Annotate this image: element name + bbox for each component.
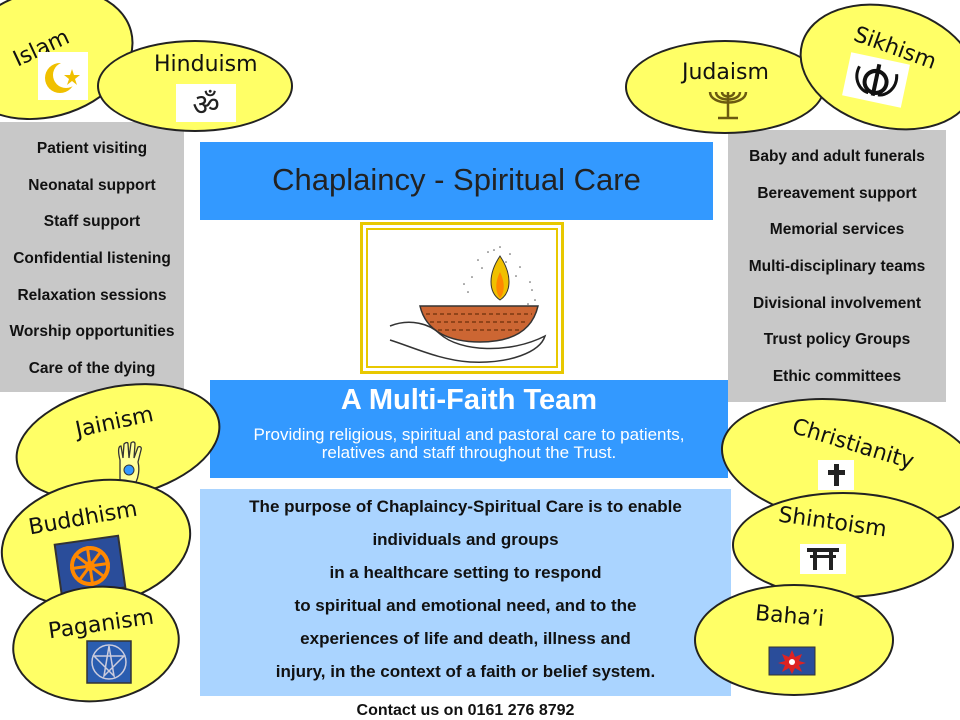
team-subtitle: Providing religious, spiritual and pasto…: [220, 426, 718, 462]
om-icon: ॐ: [176, 84, 236, 123]
torii-icon: [800, 544, 846, 574]
team-title: A Multi-Faith Team: [340, 384, 598, 416]
service-item: Trust policy Groups: [763, 331, 911, 348]
page-title: Chaplaincy - Spiritual Care: [272, 162, 641, 197]
menorah-icon: [702, 88, 754, 122]
pentagram-icon: [86, 640, 132, 684]
service-item: Bereavement support: [757, 185, 917, 202]
title-banner: Chaplaincy - Spiritual Care: [200, 142, 713, 220]
purpose-statement: The purpose of Chaplaincy-Spiritual Care…: [200, 489, 731, 696]
left-services-panel: Patient visiting Neonatal support Staff …: [0, 122, 184, 392]
service-item: Ethic committees: [772, 368, 902, 385]
faith-label-hinduism: Hinduism: [154, 52, 258, 77]
star-crescent-icon: [38, 52, 88, 100]
purpose-line: The purpose of Chaplaincy-Spiritual Care…: [249, 497, 682, 516]
service-item: Memorial services: [769, 221, 905, 238]
contact-info: Contact us on 0161 276 8792: [356, 702, 575, 719]
team-subtitle-line: Providing religious, spiritual and pasto…: [253, 425, 685, 444]
purpose-line: individuals and groups: [372, 530, 559, 549]
cross-icon: [818, 460, 854, 490]
khanda-icon: [842, 52, 910, 108]
oil-lamp-picture: [360, 222, 564, 374]
service-item: Patient visiting: [36, 140, 148, 157]
team-subtitle-line: relatives and staff throughout the Trust…: [321, 443, 617, 462]
team-banner: A Multi-Faith Team Providing religious, …: [210, 380, 728, 478]
service-item: Divisional involvement: [753, 295, 921, 312]
service-item: Relaxation sessions: [17, 287, 167, 304]
service-item: Multi-disciplinary teams: [748, 258, 926, 275]
nine-pointed-star-icon: [768, 646, 816, 676]
service-item: Baby and adult funerals: [749, 148, 925, 165]
service-item: Worship opportunities: [9, 323, 175, 340]
faith-label-judaism: Judaism: [682, 60, 769, 85]
faith-bahai: [694, 584, 894, 696]
purpose-line: injury, in the context of a faith or bel…: [275, 662, 656, 681]
service-item: Confidential listening: [13, 250, 171, 267]
purpose-line: in a healthcare setting to respond: [329, 563, 602, 582]
service-item: Care of the dying: [28, 360, 156, 377]
service-item: Neonatal support: [28, 177, 156, 194]
right-services-panel: Baby and adult funerals Bereavement supp…: [728, 130, 946, 402]
purpose-line: experiences of life and death, illness a…: [300, 629, 631, 648]
service-item: Staff support: [43, 213, 141, 230]
purpose-line: to spiritual and emotional need, and to …: [294, 596, 637, 615]
jain-hand-icon: [112, 440, 148, 484]
